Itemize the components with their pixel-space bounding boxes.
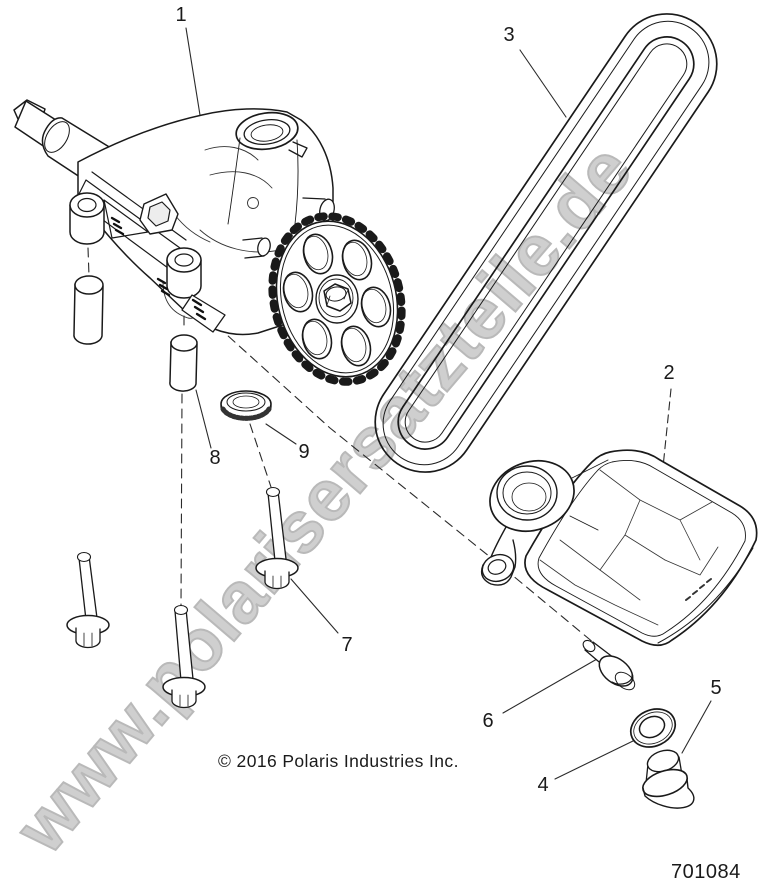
leader-8 bbox=[195, 389, 212, 449]
flange-bolt-b bbox=[162, 604, 206, 709]
callout-7: 7 bbox=[341, 634, 353, 656]
oil-pickup-strainer bbox=[480, 449, 758, 647]
seal-cap bbox=[220, 390, 272, 421]
callout-9: 9 bbox=[298, 441, 310, 463]
leader-9 bbox=[265, 423, 297, 445]
strainer-screen-facets bbox=[539, 469, 719, 626]
drive-belt bbox=[374, 13, 718, 473]
centerline-pin2-to-bolt bbox=[180, 315, 185, 607]
drive-sprocket bbox=[268, 212, 406, 386]
callout-5: 5 bbox=[710, 677, 722, 699]
sprocket-hub-bolt bbox=[315, 274, 359, 324]
sealing-washer bbox=[629, 708, 677, 748]
diagram-number: 701084 bbox=[671, 861, 741, 883]
pump-lower-tab bbox=[181, 294, 226, 333]
pump-top-port bbox=[227, 111, 308, 225]
assembly-centerlines bbox=[87, 247, 613, 659]
centerline-boss1-to-pin1 bbox=[87, 247, 90, 277]
copyright-text: © 2016 Polaris Industries Inc. bbox=[218, 751, 459, 771]
sprocket-teeth bbox=[268, 212, 406, 386]
mounting-boss-upper bbox=[69, 192, 105, 245]
centerline-cap-to-bolt bbox=[249, 423, 272, 488]
callout-6: 6 bbox=[482, 710, 494, 732]
pump-studs bbox=[242, 197, 335, 259]
port-hook-tab bbox=[288, 141, 308, 158]
strainer-box bbox=[524, 449, 758, 647]
hex-recess bbox=[139, 193, 179, 235]
dowel-pin-2 bbox=[169, 334, 198, 392]
pickup-bolt bbox=[582, 639, 636, 691]
thread-hatch bbox=[110, 216, 207, 321]
leader-4 bbox=[554, 740, 634, 780]
strainer-neck bbox=[480, 459, 609, 586]
callout-8: 8 bbox=[209, 447, 221, 469]
callout-3: 3 bbox=[503, 24, 515, 46]
callout-2: 2 bbox=[663, 362, 675, 384]
flange-bolt-a bbox=[66, 551, 110, 649]
callout-4: 4 bbox=[537, 774, 549, 796]
leader-6 bbox=[502, 658, 598, 714]
strainer-marking bbox=[685, 578, 712, 601]
dowel-pin-1 bbox=[73, 275, 104, 345]
leader-5 bbox=[681, 700, 712, 754]
callout-1: 1 bbox=[175, 4, 187, 26]
sprocket-lightening-holes bbox=[282, 233, 392, 367]
leader-7 bbox=[290, 578, 339, 634]
cap-knurl bbox=[220, 406, 272, 421]
rubber-plug bbox=[642, 749, 695, 809]
flange-bolt-c bbox=[255, 486, 299, 590]
leader-2 bbox=[661, 388, 672, 478]
mounting-boss-lower bbox=[166, 247, 202, 299]
leader-3 bbox=[519, 49, 567, 118]
centerline-pump-to-strainer bbox=[205, 315, 613, 659]
